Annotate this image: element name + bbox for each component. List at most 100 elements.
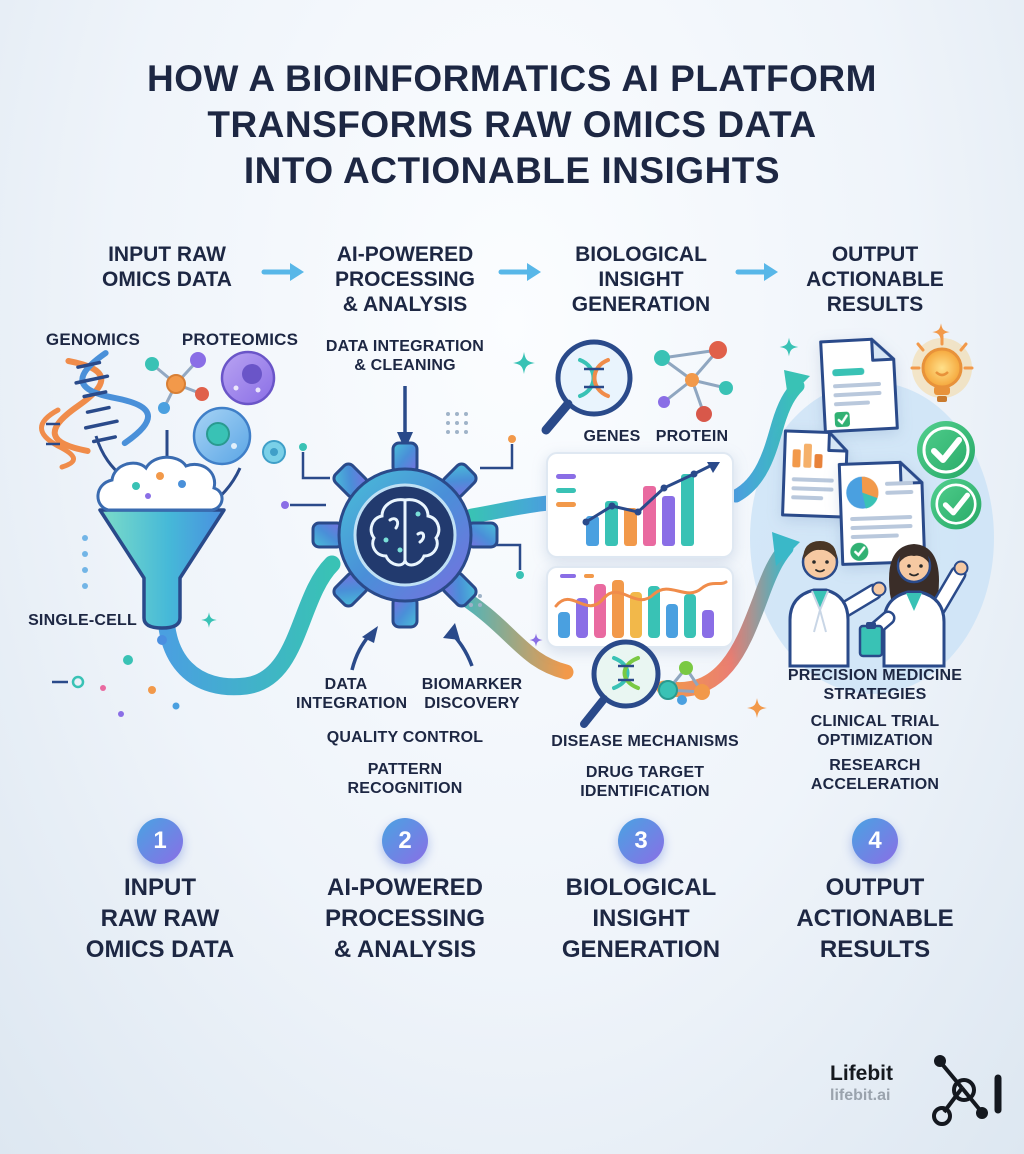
gear-brain-icon: [311, 441, 499, 629]
step-4-label: OUTPUT ACTIONABLE RESULTS: [755, 872, 995, 966]
brand-site: lifebit.ai: [830, 1087, 891, 1105]
line: PATTERN: [367, 761, 443, 778]
line: DATA INTEGRATION: [325, 338, 485, 355]
line: INSIGHT: [592, 905, 690, 933]
protein-label: PROTEIN: [655, 428, 729, 445]
genes-label: GENES: [583, 428, 641, 445]
line: RESULTS: [819, 936, 931, 964]
line: DATA: [324, 676, 368, 693]
genomics-label: GENOMICS: [45, 330, 141, 349]
dna-fragment-icon: [39, 407, 76, 470]
cell-icons: [192, 350, 286, 466]
line: AI-POWERED: [327, 874, 483, 901]
line: OPTIMIZATION: [817, 731, 933, 749]
step-2-label: AI-POWERED PROCESSING & ANALYSIS: [285, 872, 525, 966]
line: GENERATION: [571, 292, 711, 316]
step-3-badge: 3: [618, 818, 664, 864]
flow-step-3-label: BIOLOGICAL INSIGHT GENERATION: [551, 243, 731, 317]
lightbulb-icon: [910, 334, 974, 402]
single-cell-label: SINGLE-CELL: [28, 612, 137, 629]
line: BIOLOGICAL: [575, 243, 707, 266]
drug-target-label: DRUG TARGET IDENTIFICATION: [555, 764, 735, 802]
line: PROCESSING: [324, 905, 486, 933]
scientist-right: [858, 544, 969, 668]
flow-arrow-icon: [261, 263, 304, 281]
line: INPUT RAW: [108, 243, 226, 266]
line: RAW RAW: [100, 905, 220, 933]
brand-name: Lifebit: [830, 1062, 893, 1085]
brain-icon: [369, 498, 441, 567]
line: OUTPUT: [831, 243, 919, 266]
wave-chart: [546, 566, 734, 648]
check-circle-icon-1: [917, 421, 975, 479]
line: RECOGNITION: [347, 779, 463, 797]
line: RESULTS: [826, 292, 924, 316]
dna-helix-icon: [51, 350, 151, 454]
scatter-dots: [52, 535, 180, 717]
scientists-icon: [788, 541, 969, 668]
precision-medicine-label: PRECISION MEDICINE STRATEGIES: [770, 667, 980, 705]
footer-brand: Lifebit lifebit.ai: [830, 1062, 930, 1105]
flow-ribbons: [157, 370, 810, 698]
bar-line-chart: [546, 452, 734, 558]
title-line-3: INTO ACTIONABLE INSIGHTS: [243, 149, 781, 191]
proteomics-label: PROTEOMICS: [181, 330, 299, 349]
flow-step-2-label: AI-POWERED PROCESSING & ANALYSIS: [315, 243, 495, 317]
magnifier-dna-icon-2: [580, 639, 661, 728]
molecule-icon: [145, 352, 209, 414]
data-integration-label: DATA INTEGRATION: [296, 676, 408, 714]
line: OMICS DATA: [102, 267, 232, 291]
research-acceleration-label: RESEARCH ACCELERATION: [792, 757, 958, 795]
title-line-1: HOW A BIOINFORMATICS AI PLATFORM: [147, 58, 877, 99]
step-4-badge: 4: [852, 818, 898, 864]
scientist-left: [788, 541, 887, 668]
sparkles: [201, 323, 950, 718]
step-2-badge: 2: [382, 818, 428, 864]
line: DRUG TARGET: [585, 764, 705, 781]
flow-step-1-label: INPUT RAW OMICS DATA: [77, 243, 257, 293]
line: & CLEANING: [354, 356, 456, 374]
protein-network-icon: [654, 341, 733, 422]
flow-step-4-label: OUTPUT ACTIONABLE RESULTS: [785, 243, 965, 317]
magnifier-dna-icon: [541, 339, 633, 435]
step-1-badge: 1: [137, 818, 183, 864]
page-title: HOW A BIOINFORMATICS AI PLATFORM TRANSFO…: [0, 56, 1024, 194]
data-integration-cleaning-label: DATA INTEGRATION & CLEANING: [318, 338, 492, 376]
line: STRATEGIES: [823, 685, 927, 703]
line: OMICS DATA: [85, 936, 235, 964]
title-line-2: TRANSFORMS RAW OMICS DATA: [207, 103, 817, 145]
line: & ANALYSIS: [342, 292, 468, 316]
disease-mechanisms-label: DISEASE MECHANISMS: [551, 733, 739, 750]
line: PRECISION MEDICINE: [787, 667, 963, 684]
line: DISCOVERY: [424, 694, 520, 712]
line: ACTIONABLE: [796, 905, 954, 933]
line: OUTPUT: [825, 874, 925, 901]
line: & ANALYSIS: [333, 936, 477, 964]
document-icon-3: [837, 460, 927, 566]
step-1-label: INPUT RAW RAW OMICS DATA: [40, 872, 280, 966]
line: AI-POWERED: [336, 243, 474, 266]
line: PROCESSING: [334, 267, 476, 291]
line: BIOMARKER: [421, 676, 523, 693]
biomarker-discovery-label: BIOMARKER DISCOVERY: [412, 676, 532, 714]
line: BIOLOGICAL: [565, 874, 717, 901]
line: INTEGRATION: [296, 694, 408, 712]
lifebit-logo-icon: [932, 1055, 1002, 1126]
funnel-icon: [96, 455, 226, 645]
line: ACTIONABLE: [806, 267, 944, 291]
line: CLINICAL TRIAL: [810, 713, 940, 730]
line: GENERATION: [561, 936, 721, 964]
line: INSIGHT: [598, 267, 684, 291]
document-icon-1: [819, 337, 899, 434]
line: ACCELERATION: [810, 775, 940, 793]
check-circle-icon-2: [930, 478, 982, 530]
line: IDENTIFICATION: [580, 782, 710, 800]
flow-arrow-icon: [498, 263, 541, 281]
step-3-label: BIOLOGICAL INSIGHT GENERATION: [521, 872, 761, 966]
processing-arrows: [350, 386, 474, 671]
pattern-recognition-label: PATTERN RECOGNITION: [330, 761, 480, 799]
clinical-trial-label: CLINICAL TRIAL OPTIMIZATION: [785, 713, 965, 751]
quality-control-label: QUALITY CONTROL: [326, 729, 484, 746]
small-molecule-icon: [658, 661, 710, 705]
